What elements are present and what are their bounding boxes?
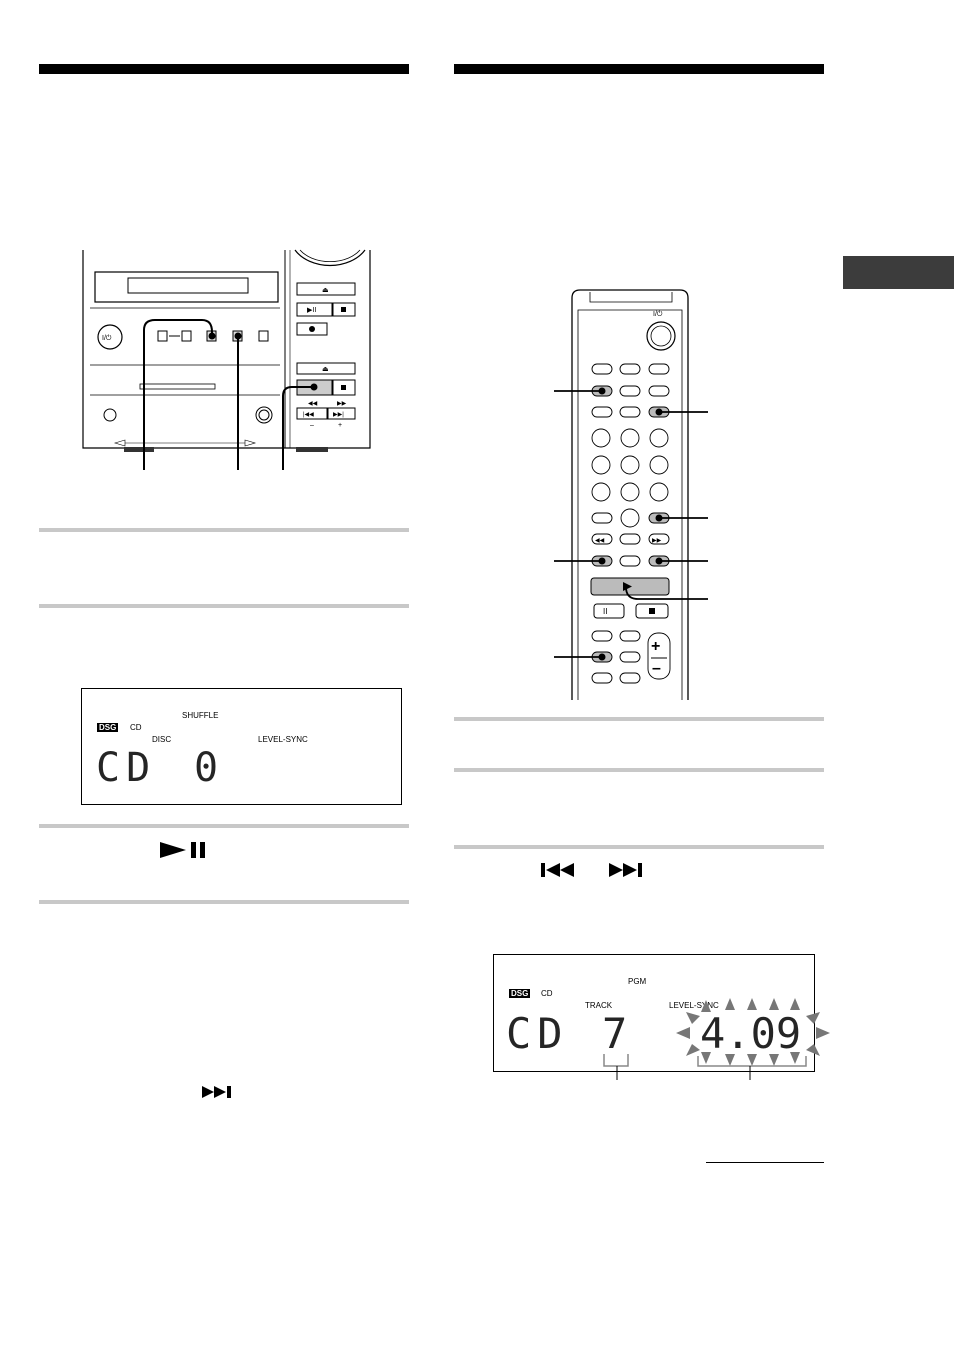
svg-text:–: –	[652, 660, 661, 677]
lcd-display-program: PGM DSG CD TRACK LEVEL-SYNC CD 7 4.09	[493, 954, 815, 1072]
left-step-divider-2	[39, 604, 409, 608]
power-button	[97, 324, 123, 350]
lcd-track-number: 7	[602, 1009, 628, 1058]
lcd-source-indicator: CD	[130, 723, 142, 732]
remote-power-label: I/⏻	[653, 310, 663, 318]
unit-front-panel-illustration: I/⏻ ⏏ ▶II ⏏ ◀◀ ▶▶ |◀◀ ▶▶| – +	[82, 249, 371, 470]
lcd-pgm-indicator: PGM	[628, 977, 647, 986]
continued-rule	[706, 1162, 824, 1163]
svg-text:▶▶: ▶▶	[652, 538, 662, 544]
lcd-level-sync-indicator: LEVEL-SYNC	[258, 735, 308, 744]
left-step-divider-3	[39, 824, 409, 828]
svg-text:⏏: ⏏	[322, 287, 329, 294]
lcd-disc-label: DISC	[152, 735, 172, 744]
svg-text:▶II: ▶II	[307, 307, 316, 314]
lcd-time: 4.09	[700, 1009, 802, 1058]
lcd-shuffle-indicator: SHUFFLE	[182, 711, 219, 720]
lcd-dsg-indicator: DSG	[97, 723, 119, 732]
track-bracket	[603, 1054, 629, 1080]
lcd-track-label: TRACK	[585, 1001, 613, 1010]
svg-text:+: +	[338, 422, 342, 429]
remote-control-illustration: I/⏻ ◀◀ ▶▶ II + –	[554, 289, 708, 700]
right-step-divider-2	[454, 768, 824, 772]
right-step-divider-3	[454, 845, 824, 849]
lcd-source-indicator: CD	[541, 989, 553, 998]
svg-text:▶▶: ▶▶	[337, 401, 347, 407]
lcd-level-sync-indicator: LEVEL-SYNC	[669, 1001, 719, 1010]
unit-power-label: I/⏻	[102, 334, 112, 342]
lcd-display-shuffle: SHUFFLE DSG CD DISC LEVEL-SYNC CD 0	[81, 688, 402, 805]
lcd-dsg-indicator: DSG	[509, 989, 531, 998]
lcd-main-text: CD	[506, 1009, 569, 1058]
lcd-main-text: CD	[96, 745, 157, 791]
svg-text:+: +	[651, 638, 660, 655]
svg-text:II: II	[603, 607, 607, 616]
svg-text:◀◀: ◀◀	[308, 401, 318, 407]
left-header-bar	[39, 64, 409, 74]
next-track-icon	[202, 1086, 231, 1098]
svg-text:|◀◀: |◀◀	[303, 412, 314, 418]
next-track-icon	[609, 863, 642, 877]
left-step-divider-4	[39, 900, 409, 904]
svg-text:⏏: ⏏	[322, 366, 329, 373]
left-step-divider-1	[39, 528, 409, 532]
blinking-indicator-arrows	[676, 998, 830, 1080]
previous-track-icon	[541, 863, 574, 877]
lcd-disc-number: 0	[194, 745, 219, 791]
right-step-divider-1	[454, 717, 824, 721]
svg-text:▶▶|: ▶▶|	[333, 412, 344, 418]
side-tab	[843, 256, 954, 289]
play-pause-icon	[160, 842, 205, 858]
svg-text:–: –	[310, 422, 314, 429]
svg-text:◀◀: ◀◀	[595, 538, 605, 544]
right-header-bar	[454, 64, 824, 74]
